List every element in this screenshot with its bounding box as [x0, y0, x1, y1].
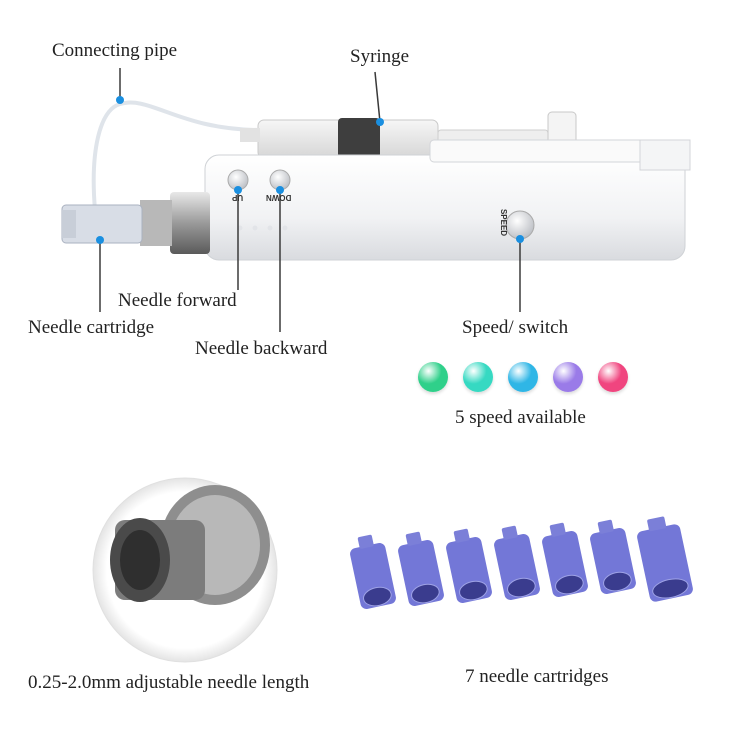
needle-cartridge-label: Needle cartridge: [28, 317, 155, 338]
speed-switch-label: Speed/ switch: [462, 317, 569, 338]
connecting-pipe-label: Connecting pipe: [52, 40, 178, 61]
speed-led-1: [418, 362, 448, 392]
syringe-label: Syringe: [350, 46, 410, 67]
needle-cartridge-5: [542, 522, 588, 597]
speed-available-label: 5 speed available: [455, 407, 586, 428]
needle-cartridges-group: [350, 516, 693, 609]
metal-collar: [140, 192, 210, 254]
device-needle-cartridge: [61, 204, 143, 244]
needle-length-closeup: [92, 477, 278, 663]
speed-led-4: [553, 362, 583, 392]
speed-button-label: SPEED: [499, 208, 509, 237]
needle-cartridge-4: [494, 525, 540, 600]
needle-cartridge-7: [637, 516, 693, 602]
needle-cartridge-6: [590, 519, 636, 594]
speed-led-5: [598, 362, 628, 392]
needle-cartridge-3: [446, 528, 492, 603]
needle-length-label: 0.25-2.0mm adjustable needle length: [28, 672, 310, 693]
down-button-label: DOWN: [266, 193, 292, 202]
needle-cartridge-1: [350, 534, 396, 609]
needle-backward-label: Needle backward: [195, 338, 328, 359]
needle-forward-label: Needle forward: [118, 290, 237, 311]
needle-cartridge-2: [398, 531, 444, 606]
needle-cartridges-label: 7 needle cartridges: [465, 666, 609, 687]
device-body: [204, 139, 691, 261]
speed-led-2: [463, 362, 493, 392]
up-button-label: UP: [232, 193, 244, 202]
speed-button-shape: [505, 210, 535, 240]
speed-led-3: [508, 362, 538, 392]
